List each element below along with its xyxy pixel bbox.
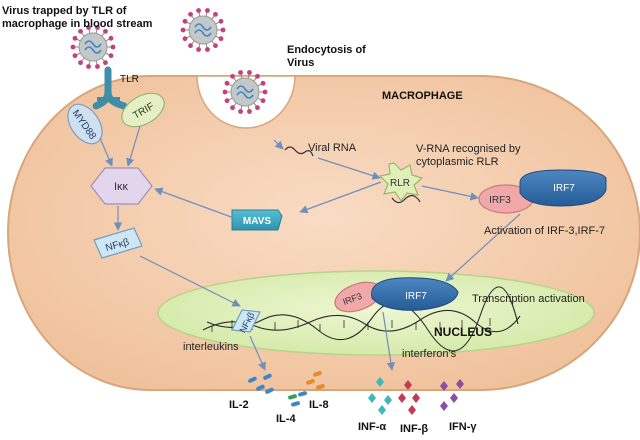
nfkb-node [93,227,143,259]
endocytosis-label-line2: Virus [287,57,314,69]
endocytosis-label-line1: Endocytosis of [287,44,366,56]
ikk-node [90,167,153,205]
activation-label: Activation of IRF-3,IRF-7 [484,225,605,237]
ikk-label: Iκκ [114,181,129,193]
interferon-diamonds [368,377,464,415]
il2-label: IL-2 [229,399,249,411]
myd88-node [67,103,103,145]
virus-trapped-label-line2: macrophage in blood stream [2,18,153,30]
virus-trapped-label-line1: Virus trapped by TLR of [2,5,127,17]
il4-label: IL-4 [276,413,296,425]
il8-label: IL-8 [309,399,329,411]
viral-rna-squiggle [284,146,314,157]
tlr-label: TLR [120,74,139,85]
v-rna-label-line2: cytoplasmic RLR [416,156,499,168]
tlr-receptor [92,66,128,110]
nfkb-nucleus-node [231,309,261,333]
irf7-label: IRF7 [553,183,575,194]
nucleus-label: NUCLEUS [434,325,492,339]
rlr-label: RLR [390,178,410,189]
trif-node [121,92,165,128]
rlr-rna-squiggle [391,194,421,204]
irf7-node [519,169,607,207]
irf7-nucleus-label: IRF7 [405,291,427,302]
virus-top [180,8,226,52]
interferons-label: interferon's [402,348,457,360]
pathway-arrows [99,125,521,371]
virus-vesicle [222,70,268,114]
irf7-nucleus-node [371,277,459,311]
virus-blood-stream [70,25,116,69]
interleukins-label: interleukins [183,341,239,353]
rlr-node [378,162,424,203]
ifn-gamma-label: IFN-γ [449,421,477,433]
viral-rna-label: Viral RNA [308,142,357,154]
inf-beta-label: INF-β [400,423,428,435]
transcription-label: Transcription activation [472,293,585,305]
interleukin-pills [248,370,325,407]
v-rna-label-line1: V-RNA recognised by [416,143,521,155]
mavs-node [231,209,283,231]
mavs-label: MAVS [243,216,271,227]
irf3-label: IRF3 [489,195,511,206]
macrophage-label: MACROPHAGE [382,90,463,102]
inf-alpha-label: INF-α [358,421,386,433]
